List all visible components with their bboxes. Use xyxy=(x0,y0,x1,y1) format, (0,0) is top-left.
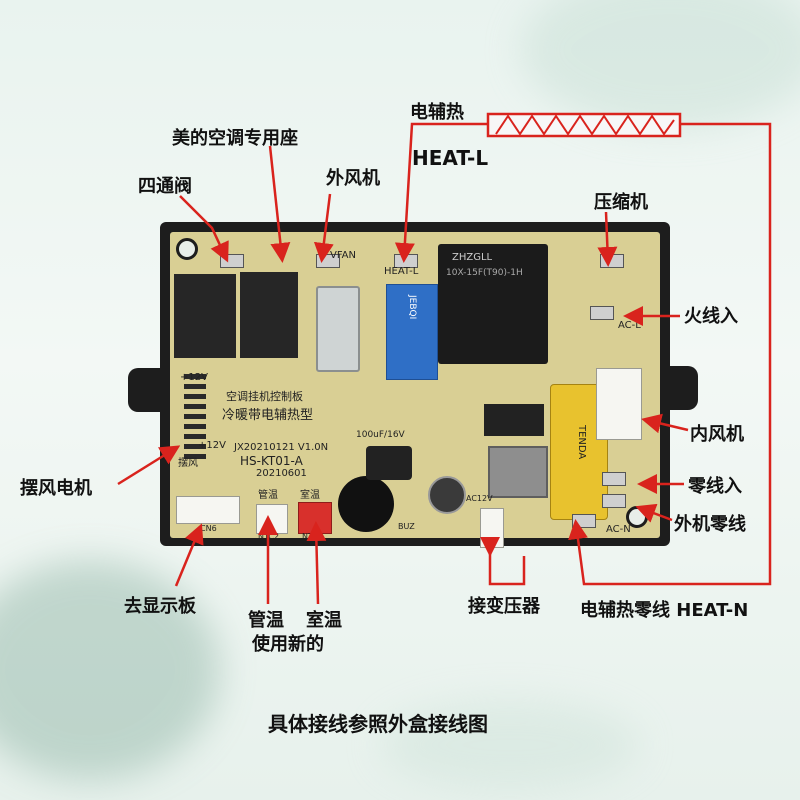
label-aux-heat: 电辅热 xyxy=(410,102,464,123)
wire-heat-l xyxy=(394,122,488,263)
silk-swing: 摆风 xyxy=(178,458,198,469)
label-room-temp: 室温 xyxy=(306,610,342,631)
transformer xyxy=(488,446,548,498)
label-swing-motor: 摆风电机 xyxy=(20,478,92,499)
silk-version: JX20210121 V1.0N xyxy=(234,442,329,453)
arrow-midea-socket xyxy=(268,145,291,263)
indoor-fan-connector xyxy=(596,368,642,440)
silk-heat-l: HEAT-L xyxy=(384,266,419,277)
silk-room-temp: 室温 xyxy=(300,490,320,501)
arrow-indoor-fan xyxy=(641,413,689,434)
silk-ac12v: AC12V xyxy=(466,494,493,503)
label-live-in: 火线入 xyxy=(684,306,738,327)
arrow-swing-motor xyxy=(117,445,181,486)
main-relay-brand: ZHZGLL xyxy=(452,252,493,263)
label-neutral-in: 零线入 xyxy=(688,476,742,497)
mount-hole xyxy=(176,238,198,260)
fuse xyxy=(316,286,360,372)
silk-12v-b: +12V xyxy=(198,440,226,451)
label-use-new: 使用新的 xyxy=(252,634,324,655)
label-to-transformer: 接变压器 xyxy=(468,596,540,617)
main-relay: ZHZGLL 10X-15F(T90)-1H xyxy=(438,244,548,364)
wire-transformer xyxy=(488,554,526,586)
terminal-neutral-in xyxy=(602,472,626,486)
electrolytic-capacitor-round xyxy=(428,476,466,514)
arrow-outdoor-neutral xyxy=(635,503,673,523)
silk-date: 20210601 xyxy=(256,468,307,479)
label-four-way-valve: 四通阀 xyxy=(138,176,192,197)
relay-four-way xyxy=(174,274,236,358)
heating-element xyxy=(486,112,682,138)
heatsink xyxy=(484,404,544,436)
label-midea-socket: 美的空调专用座 xyxy=(172,128,298,149)
main-relay-model: 10X-15F(T90)-1H xyxy=(446,268,523,278)
label-outdoor-fan: 外风机 xyxy=(326,168,380,189)
label-to-display: 去显示板 xyxy=(124,596,196,617)
display-connector xyxy=(176,496,240,524)
label-aux-heat-neutral: 电辅热零线 HEAT-N xyxy=(580,600,749,621)
arrow-four-way xyxy=(179,195,229,263)
label-indoor-fan: 内风机 xyxy=(690,424,744,445)
arrow-display xyxy=(174,523,204,587)
silk-cap: 100uF/16V xyxy=(356,430,405,440)
arrow-compressor xyxy=(597,211,618,267)
label-heat-l: HEAT-L xyxy=(412,146,489,170)
silk-ac-n: AC-N xyxy=(606,524,631,535)
relay-outdoor-fan xyxy=(240,272,298,358)
silk-vfan: VFAN xyxy=(330,250,356,261)
arrow-room-temp xyxy=(306,521,327,605)
label-outdoor-neutral: 外机零线 xyxy=(674,514,746,535)
footer-note: 具体接线参照外盒接线图 xyxy=(268,712,488,736)
label-pipe-temp: 管温 xyxy=(248,610,284,631)
pcb: JEBQI ZHZGLL 10X-15F(T90)-1H TENDA VFAN … xyxy=(170,232,660,548)
terminal-outdoor-neutral xyxy=(602,494,626,508)
blue-relay: JEBQI xyxy=(386,284,438,380)
label-compressor: 压缩机 xyxy=(594,192,648,213)
silk-cn6: CN6 xyxy=(200,524,217,533)
silk-buz: BUZ xyxy=(398,522,415,531)
silk-title-2: 冷暖带电辅热型 xyxy=(222,408,314,423)
arrow-outdoor-fan xyxy=(313,193,334,263)
silk-12v-a: +12V xyxy=(180,372,208,383)
silk-model: HS-KT01-A xyxy=(240,454,303,468)
wire-heat-n xyxy=(568,122,772,586)
electrolytic-capacitor xyxy=(366,446,412,480)
silk-pipe-temp: 管温 xyxy=(258,490,278,501)
terminal-live-in xyxy=(590,306,614,320)
swing-header xyxy=(184,374,206,462)
silk-title-1: 空调挂机控制板 xyxy=(226,390,303,403)
buzzer xyxy=(338,476,394,532)
